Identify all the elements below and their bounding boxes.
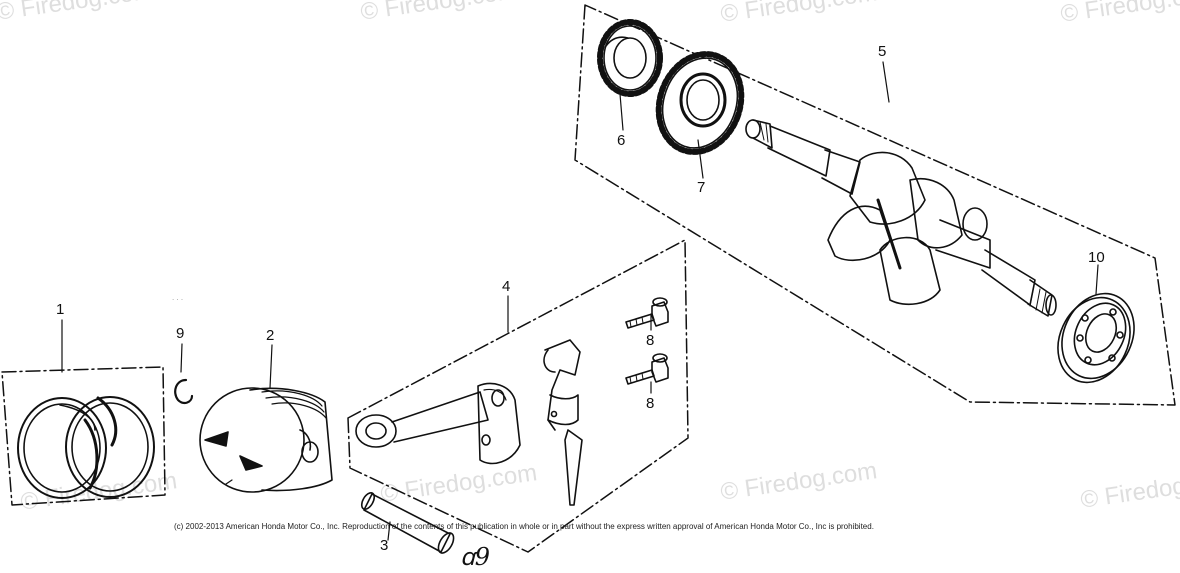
callout-5: 5 [878,43,887,60]
ball-bearing-icon [1057,292,1135,384]
pin-clip-icon: . . . [172,293,194,405]
piston-ring-group-frame [1,366,166,506]
crank-gear-icon [597,19,663,97]
callout-10: 10 [1088,249,1105,266]
connecting-rod-group-frame [347,239,689,553]
rod-bolt-icon-2 [625,353,669,385]
rod-bolt-icon [625,297,669,329]
copyright-notice: (c) 2002-2013 American Honda Motor Co., … [174,522,874,531]
callout-3: 3 [380,537,389,554]
callout-4: 4 [502,278,511,295]
timing-gear-icon [655,51,745,155]
callout-6: 6 [617,132,626,149]
callout-2: 2 [266,327,275,344]
callout-1: 1 [56,301,65,318]
piston-icon [199,387,333,493]
crankshaft-group-frame [574,4,1176,406]
callout-7: 7 [697,179,706,196]
diagram-stamp: ꭤ9 [460,543,491,571]
callout-8a: 8 [646,332,655,349]
piston-ring-set-icon [17,396,155,499]
svg-text:. . .: . . . [172,293,183,302]
callout-8b: 8 [646,395,655,412]
crankshaft-icon [745,119,1057,317]
piston-pin-icon [360,492,455,554]
connecting-rod-icon [355,339,583,506]
leader-lines [61,61,1099,541]
callout-9: 9 [176,325,185,342]
